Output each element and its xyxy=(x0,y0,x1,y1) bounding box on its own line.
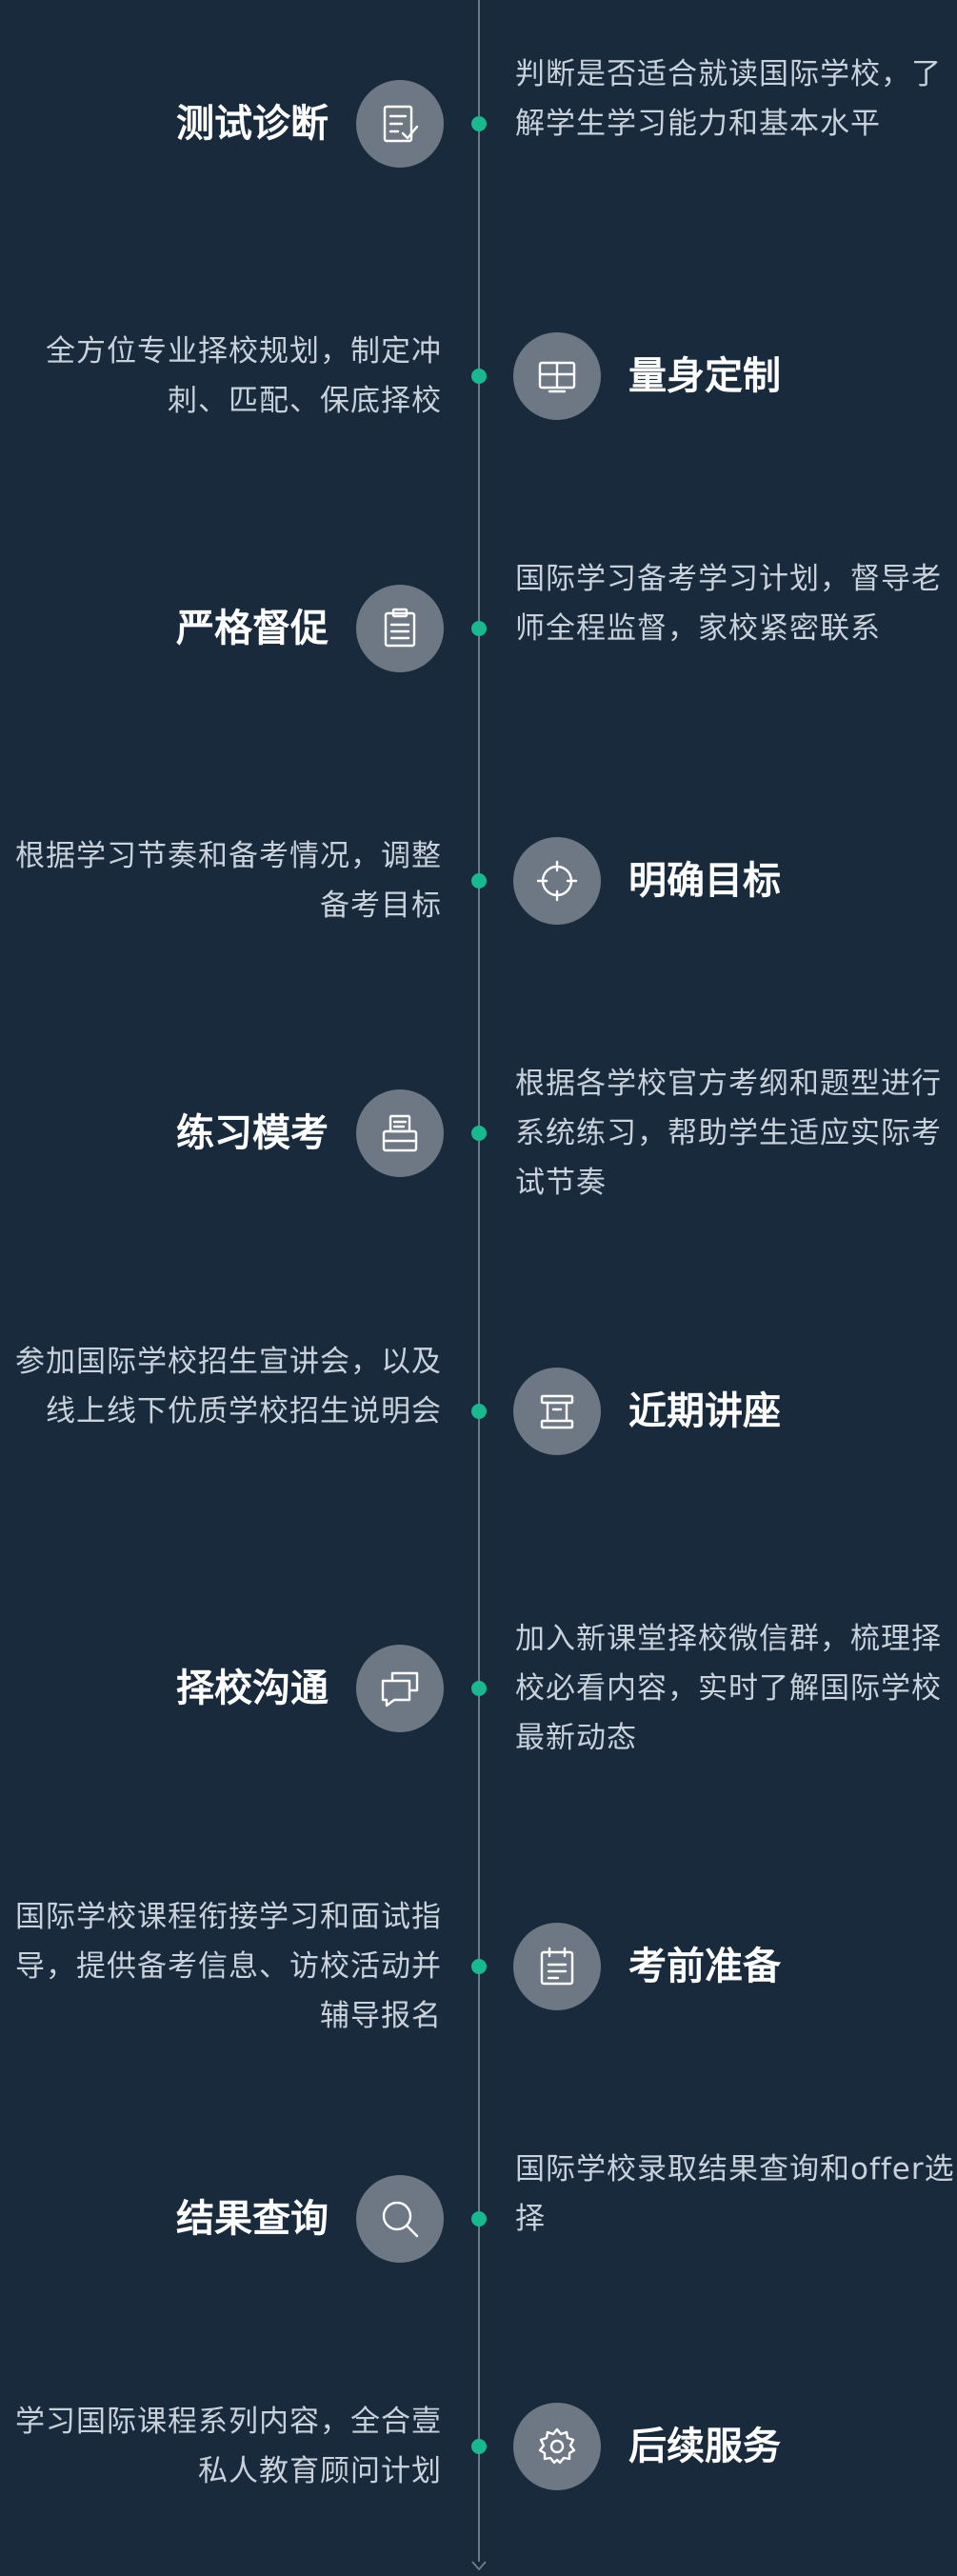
step-title: 明确目标 xyxy=(628,859,781,903)
step-icon-badge xyxy=(356,80,444,168)
step-icon-badge xyxy=(513,332,601,420)
step-title: 严格督促 xyxy=(176,607,329,650)
step-description: 参加国际学校招生宣讲会，以及线上线下优质学校招生说明会 xyxy=(15,1345,442,1428)
scroll-icon xyxy=(540,1394,574,1429)
step-description: 根据各学校官方考纲和题型进行系统练习，帮助学生适应实际考试节奏 xyxy=(515,1067,942,1200)
timeline-dot xyxy=(471,1404,487,1419)
step-icon-badge xyxy=(356,585,444,672)
timeline-dot xyxy=(471,369,487,384)
timeline-dot xyxy=(471,1959,487,1974)
printer-icon xyxy=(382,1114,418,1152)
step-title: 后续服务 xyxy=(628,2425,781,2468)
step-description: 国际学校录取结果查询和offer选择 xyxy=(515,2152,955,2236)
step-description: 国际学校课程衔接学习和面试指导，提供备考信息、访校活动并辅导报名 xyxy=(15,1900,442,2033)
checklist-icon xyxy=(383,105,419,143)
step-icon-badge xyxy=(513,1368,601,1455)
timeline-dot xyxy=(471,2211,487,2227)
timeline-dot xyxy=(471,621,487,636)
clipboard-icon xyxy=(384,608,416,648)
arrow-down-icon xyxy=(471,2561,487,2571)
step-icon-badge xyxy=(513,2403,601,2490)
step-icon-badge xyxy=(513,837,601,925)
step-description: 加入新课堂择校微信群，梳理择校必看内容，实时了解国际学校最新动态 xyxy=(515,1622,942,1755)
timeline-line xyxy=(478,0,480,2562)
step-description: 判断是否适合就读国际学校，了解学生学习能力和基本水平 xyxy=(515,57,942,141)
calendar-icon xyxy=(540,1947,574,1986)
timeline-dot xyxy=(471,1681,487,1696)
search-icon xyxy=(382,2201,419,2238)
timeline-dot xyxy=(471,116,487,131)
step-title: 测试诊断 xyxy=(176,102,329,146)
step-icon-badge xyxy=(356,1089,444,1177)
timeline-dot xyxy=(471,1126,487,1141)
target-icon xyxy=(536,860,578,902)
step-description: 根据学习节奏和备考情况，调整备考目标 xyxy=(15,839,442,923)
step-icon-badge xyxy=(513,1923,601,2010)
step-description: 学习国际课程系列内容，全合壹私人教育顾问计划 xyxy=(15,2405,442,2488)
gear-icon xyxy=(538,2427,576,2465)
step-title: 考前准备 xyxy=(628,1945,781,1988)
step-description: 全方位专业择校规划，制定冲刺、匹配、保底择校 xyxy=(46,334,442,418)
step-title: 结果查询 xyxy=(176,2197,329,2241)
chat-icon xyxy=(381,1671,419,1707)
timeline-dot xyxy=(471,2439,487,2454)
step-title: 择校沟通 xyxy=(176,1667,329,1710)
timeline-dot xyxy=(471,873,487,889)
step-title: 近期讲座 xyxy=(628,1389,781,1433)
step-icon-badge xyxy=(356,2175,444,2263)
layout-grid-icon xyxy=(538,361,576,393)
step-title: 练习模考 xyxy=(176,1111,329,1155)
step-icon-badge xyxy=(356,1645,444,1732)
step-title: 量身定制 xyxy=(628,354,781,398)
step-description: 国际学习备考学习计划，督导老师全程监督，家校紧密联系 xyxy=(515,562,942,646)
